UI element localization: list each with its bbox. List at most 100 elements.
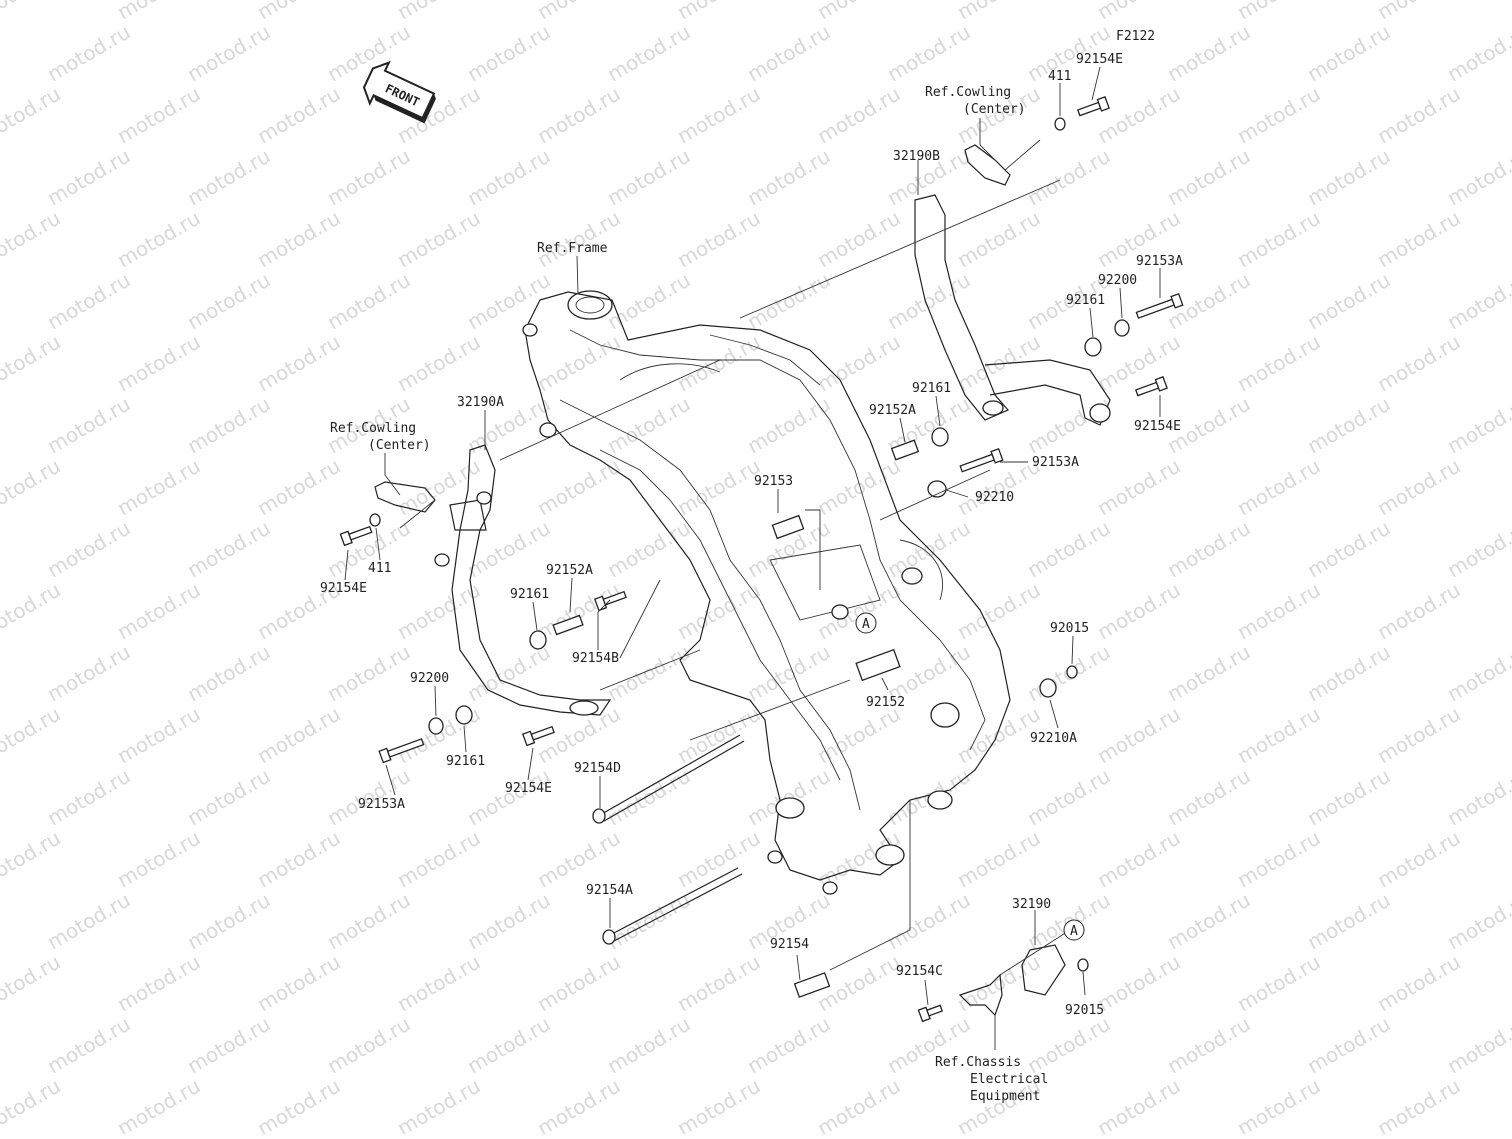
label-92153A-left: 92153A [358,797,405,812]
label-ref-cowling-top-center: (Center) [963,102,1026,117]
figure-code: F2122 [1116,29,1155,44]
watermark-text: motod.ru [0,454,65,521]
watermark-text: motod.ru [533,1074,624,1134]
bolt-92154E-top [1076,96,1110,117]
collar-92152A-left [552,614,584,636]
label-411-left: 411 [368,561,391,576]
watermark-text: motod.ru [463,1012,554,1079]
label-92154B: 92154B [572,651,619,666]
watermark-text: motod.ru [1023,516,1114,583]
watermark-text: motod.ru [1093,330,1184,397]
label-32190B: 32190B [893,149,940,164]
watermark-text: motod.ru [603,1012,694,1079]
watermark-text: motod.ru [323,268,414,335]
watermark-text: motod.ru [1373,826,1464,893]
watermark-text: motod.ru [1443,764,1512,831]
watermark-text: motod.ru [113,950,204,1017]
watermark-text: motod.ru [813,1074,904,1134]
watermark-text: motod.ru [673,826,764,893]
watermark-text: motod.ru [743,20,834,87]
label-411-top: 411 [1048,69,1071,84]
bolt-92154C [917,1004,944,1023]
watermark-text: motod.ru [673,206,764,273]
watermark-text: motod.ru [463,268,554,335]
watermark-text: motod.ru [1303,888,1394,955]
watermark-text: motod.ru [1373,702,1464,769]
label-92154: 92154 [770,937,809,952]
watermark-text: motod.ru [743,144,834,211]
watermark-text: motod.ru [603,268,694,335]
label-92161-right2: 92161 [912,381,951,396]
bolt-92153A-mid [959,448,1004,473]
nut-92015-bottom [1077,958,1089,972]
watermark-text: motod.ru [533,454,624,521]
watermark-text: motod.ru [673,1074,764,1134]
watermark-text: motod.ru [1093,578,1184,645]
watermark-text: motod.ru [1023,392,1114,459]
label-92153A-right: 92153A [1136,254,1183,269]
bracket-32190 [1021,944,1066,996]
watermark-text: motod.ru [323,1012,414,1079]
watermark-text: motod.ru [1093,950,1184,1017]
watermark-text: motod.ru [1233,454,1324,521]
nut-92210A [1039,678,1057,698]
label-92154E-top: 92154E [1076,52,1123,67]
watermark-text: motod.ru [1233,82,1324,149]
watermark-text: motod.ru [813,330,904,397]
part-labels: F2122 92154E 411 Ref.Cowling (Center) 32… [320,29,1183,1104]
bolt-92154E-left [339,525,373,547]
watermark-text: motod.ru [253,0,344,24]
watermark-text: motod.ru [43,516,134,583]
washer-92200-right [1114,319,1130,337]
watermark-text: motod.ru [1023,764,1114,831]
watermark-text: motod.ru [463,20,554,87]
watermark-text: motod.ru [0,1074,65,1134]
watermark-text: motod.ru [1093,0,1184,24]
watermark-text: motod.ru [43,392,134,459]
label-92154E-left: 92154E [320,581,367,596]
watermark-text: motod.ru [1233,1074,1324,1134]
watermark-text: motod.ru [1163,1012,1254,1079]
watermark-text: motod.ru [323,640,414,707]
watermark-text: motod.ru [1163,516,1254,583]
watermark-text: motod.ru [953,950,1044,1017]
collar-92152 [855,648,901,682]
watermark-text: motod.ru [673,330,764,397]
watermark-text: motod.ru [0,950,65,1017]
label-92161-left2: 92161 [446,754,485,769]
collar-92153 [771,514,805,540]
label-92210: 92210 [975,490,1014,505]
watermark-text: motod.ru [1373,82,1464,149]
watermark-text: motod.ru [603,20,694,87]
collar-92161-right [1084,337,1102,357]
watermark-text: motod.ru [43,20,134,87]
watermark-text: motod.ru [1023,144,1114,211]
watermark-text: motod.ru [113,826,204,893]
watermark-text: motod.ru [183,144,274,211]
watermark-text: motod.ru [0,206,65,273]
label-ref-cowling-left: Ref.Cowling [330,421,416,436]
watermark-text: motod.ru [1163,888,1254,955]
watermark-text: motod.ru [1023,1012,1114,1079]
watermark-text: motod.ru [533,950,624,1017]
watermark-text: motod.ru [253,1074,344,1134]
watermark-text: motod.ru [1093,454,1184,521]
watermark-text: motod.ru [953,330,1044,397]
watermark-text: motod.ru [1443,144,1512,211]
watermark-text: motod.ru [1373,578,1464,645]
washer-92200-left [428,717,444,735]
hardware-parts [339,96,1184,1023]
watermark-text: motod.ru [673,702,764,769]
watermark-text: motod.ru [463,888,554,955]
watermark-text: motod.ru [1093,702,1184,769]
bolt-92154E-left2 [521,725,555,747]
label-92152A-right: 92152A [869,403,916,418]
label-92154E-left2: 92154E [505,781,552,796]
washer-411-left [369,513,381,527]
watermark-text: motod.ru [533,0,624,24]
bracket-32190B [914,194,1111,426]
label-ref-frame: Ref.Frame [537,241,608,256]
watermark-text: motod.ru [883,888,974,955]
label-92015-right: 92015 [1050,621,1089,636]
watermark-text: motod.ru [1443,1012,1512,1079]
